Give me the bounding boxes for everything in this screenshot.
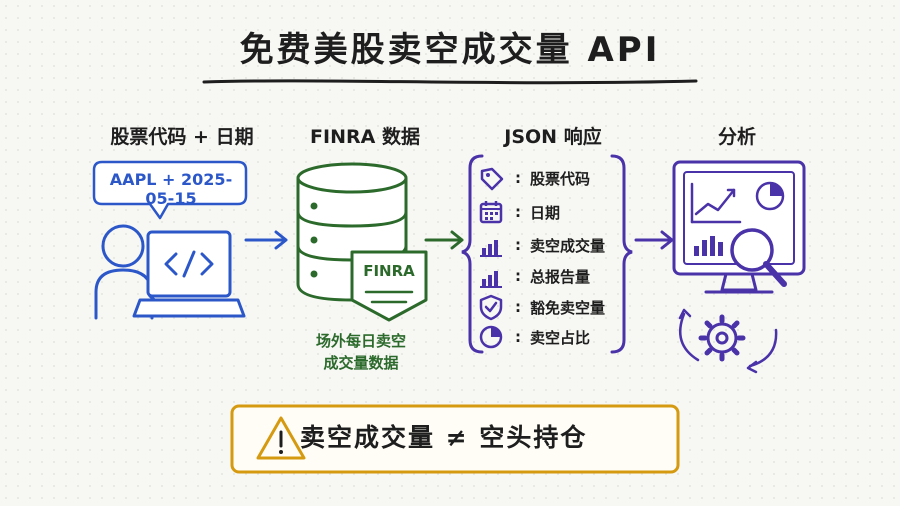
laptop-base (132, 298, 246, 318)
json-field-label: 日期 (530, 203, 561, 222)
user-head-icon (101, 224, 145, 268)
json-field-label: 总报告量 (530, 267, 591, 286)
field-colon: : (515, 236, 521, 254)
json-field-label: 股票代码 (530, 169, 591, 188)
pie-chart-icon (755, 181, 785, 211)
calendar-icon (479, 201, 503, 224)
bars-icon (694, 236, 723, 256)
warning-icon (256, 416, 306, 460)
warning-text: 卖空成交量 ≠ 空头持仓 (300, 423, 588, 452)
code-icon (164, 250, 214, 278)
line-chart-icon (690, 182, 742, 224)
json-field-ticker: : 股票代码 (476, 163, 590, 193)
step-label-finra-data: FINRA 数据 (310, 126, 420, 148)
step-label-json-response: JSON 响应 (504, 126, 602, 148)
step-label-analysis: 分析 (717, 126, 756, 148)
gear-icon (698, 314, 746, 362)
finra-caption-line-1: 场外每日卖空 (315, 332, 406, 350)
json-field-date: : 日期 (476, 197, 560, 227)
bar-chart-icon (480, 271, 502, 288)
arrow-right-icon (244, 230, 288, 250)
magnifier-icon (730, 228, 787, 287)
arrow-right-icon (634, 230, 674, 250)
json-field-exempt-volume: : 豁免卖空量 (476, 292, 605, 322)
json-field-label: 卖空成交量 (530, 236, 606, 255)
bar-chart-icon (480, 240, 502, 257)
field-colon: : (515, 328, 521, 346)
refresh-cycle-icon (678, 308, 778, 374)
json-field-label: 卖空占比 (530, 328, 591, 347)
finra-badge-label: FINRA (363, 262, 415, 280)
field-colon: : (515, 298, 521, 316)
field-colon: : (515, 267, 521, 285)
step-label-ticker-date: 股票代码 + 日期 (110, 126, 254, 148)
pie-chart-icon (479, 325, 503, 349)
arrow-right-icon (424, 230, 464, 250)
field-colon: : (515, 169, 521, 187)
field-colon: : (515, 203, 521, 221)
speech-bubble (92, 160, 248, 220)
page-title: 免费美股卖空成交量 API (239, 30, 661, 70)
finra-caption-line-2: 成交量数据 (323, 354, 399, 372)
json-field-total-volume: : 总报告量 (476, 261, 590, 291)
json-field-label: 豁免卖空量 (530, 298, 606, 317)
finra-badge-shape (350, 250, 428, 322)
request-bubble-text: AAPL + 2025-05-15 (109, 170, 233, 208)
tag-icon (480, 167, 504, 191)
json-field-short-ratio: : 卖空占比 (476, 322, 590, 352)
shield-check-icon (479, 294, 503, 321)
title-underline (202, 79, 698, 85)
finra-caption: 场外每日卖空 成交量数据 (296, 330, 426, 374)
json-field-short-volume: : 卖空成交量 (476, 230, 605, 260)
